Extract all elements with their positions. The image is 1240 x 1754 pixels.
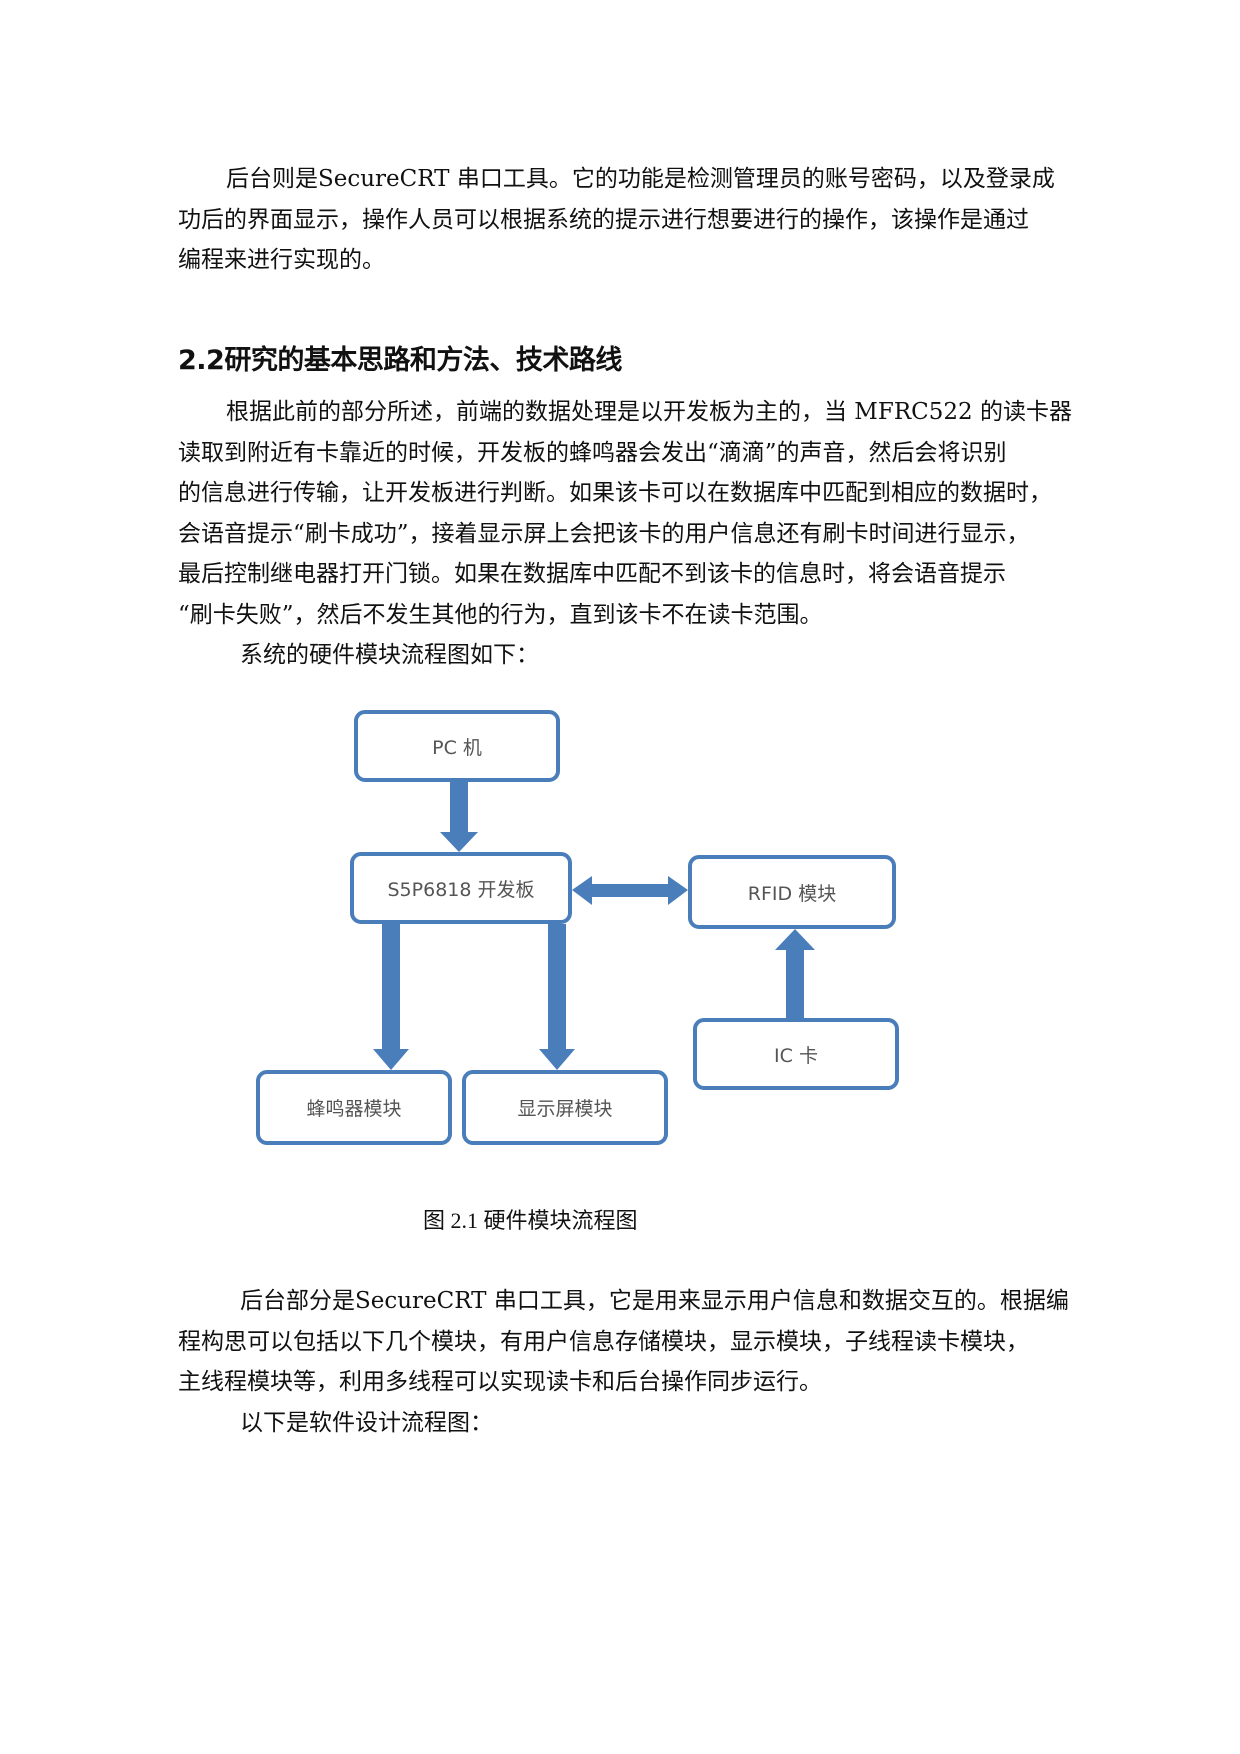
- paragraph-backend-description: 后台则是SecureCRT 串口工具。它的功能是检测管理员的账号密码，以及登录成…: [178, 159, 1118, 281]
- arrow-board-to-display-icon: [539, 924, 575, 1070]
- paragraph-software-description: 后台部分是SecureCRT 串口工具，它是用来显示用户信息和数据交互的。根据编…: [178, 1281, 1118, 1443]
- text-line: “刷卡失败”，然后不发生其他的行为，直到该卡不在读卡范围。: [178, 601, 823, 628]
- arrow-board-rfid-bidirectional-icon: [572, 876, 688, 905]
- text-line: 程构思可以包括以下几个模块，有用户信息存储模块，显示模块，子线程读卡模块，: [178, 1328, 1029, 1355]
- node-buzzer-module: 蜂鸣器模块: [256, 1070, 452, 1145]
- node-label: 蜂鸣器模块: [306, 1098, 402, 1120]
- node-label: RFID 模块: [747, 882, 837, 905]
- text-line: 编程来进行实现的。: [178, 247, 385, 273]
- node-label: PC 机: [432, 736, 482, 759]
- node-display-module: 显示屏模块: [462, 1070, 668, 1145]
- arrow-ic-to-rfid-icon: [775, 929, 815, 1018]
- text-line: 的信息进行传输，让开发板进行判断。如果该卡可以在数据库中匹配到相应的数据时，: [178, 480, 1052, 506]
- arrow-board-to-buzzer-icon: [373, 924, 409, 1070]
- text-line: 会语音提示“刷卡成功”，接着显示屏上会把该卡的用户信息还有刷卡时间进行显示，: [178, 520, 1030, 547]
- node-rfid-module: RFID 模块: [688, 855, 896, 929]
- node-label: IC 卡: [774, 1044, 818, 1067]
- paragraph-method: 根据此前的部分所述，前端的数据处理是以开发板为主的，当 MFRC522 的读卡器…: [178, 392, 1118, 676]
- figure-caption: 图 2.1 硬件模块流程图: [423, 1208, 638, 1233]
- text-line: 功后的界面显示，操作人员可以根据系统的提示进行想要进行的操作，该操作是通过: [178, 206, 1029, 233]
- arrow-pc-to-board-icon: [440, 782, 478, 852]
- text-line: 后台部分是SecureCRT 串口工具，它是用来显示用户信息和数据交互的。根据编: [240, 1288, 1069, 1314]
- node-label: S5P6818 开发板: [387, 878, 535, 901]
- text-line: 读取到附近有卡靠近的时候，开发板的蜂鸣器会发出“滴滴”的声音，然后会将识别: [178, 439, 1007, 466]
- text-line: 后台则是SecureCRT 串口工具。它的功能是检测管理员的账号密码，以及登录成: [226, 166, 1055, 192]
- text-line: 主线程模块等，利用多线程可以实现读卡和后台操作同步运行。: [178, 1369, 822, 1395]
- node-label: 显示屏模块: [517, 1098, 613, 1120]
- text-line: 最后控制继电器打开门锁。如果在数据库中匹配不到该卡的信息时，将会语音提示: [178, 561, 1006, 587]
- text-line: 根据此前的部分所述，前端的数据处理是以开发板为主的，当 MFRC522 的读卡器: [226, 399, 1072, 425]
- diagram-intro: 系统的硬件模块流程图如下：: [240, 642, 539, 668]
- node-s5p6818-board: S5P6818 开发板: [350, 852, 572, 924]
- node-pc: PC 机: [354, 710, 560, 782]
- software-intro: 以下是软件设计流程图：: [240, 1409, 493, 1436]
- section-heading: 2.2研究的基本思路和方法、技术路线: [178, 345, 622, 376]
- node-ic-card: IC 卡: [693, 1018, 899, 1090]
